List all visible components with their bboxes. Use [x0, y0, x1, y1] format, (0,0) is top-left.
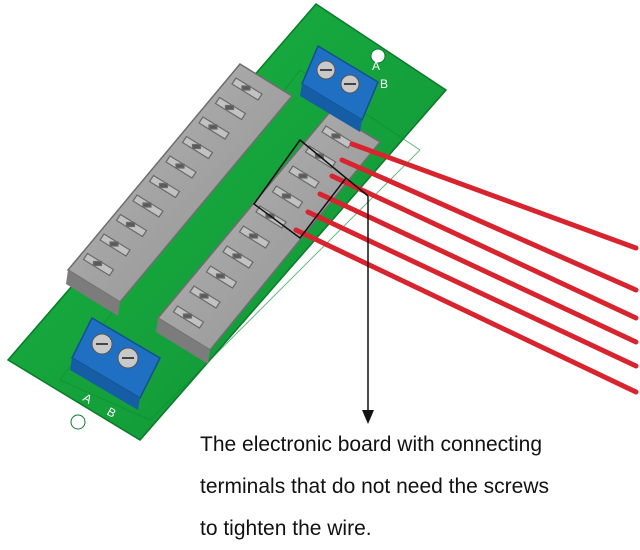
mounting-hole-bottom: [70, 414, 86, 430]
red-wire: [349, 141, 639, 251]
arrow-down-icon: [362, 410, 374, 424]
wire-slot: [224, 104, 235, 111]
product-photo: A B A B: [6, 3, 639, 441]
wire-slot: [175, 163, 185, 169]
wire-slot: [248, 233, 259, 239]
screw-terminal-top: [300, 44, 379, 132]
red-wire: [339, 157, 639, 293]
wire-slot: [215, 273, 226, 279]
wire-slot: [232, 253, 242, 259]
screw-terminal-bottom: [70, 316, 161, 410]
red-wires: [293, 141, 639, 395]
caption: The electronic board with connecting ter…: [200, 424, 630, 550]
wire-slot: [109, 241, 119, 247]
wire-slot: [241, 85, 251, 91]
label-top-b: B: [380, 77, 388, 91]
wire-slot: [92, 260, 103, 267]
callout-pointer: [252, 138, 374, 424]
wire-slot: [142, 202, 152, 208]
label-top-a: A: [372, 59, 380, 73]
red-wire: [317, 191, 639, 345]
wire-slot: [199, 293, 209, 299]
wire-slot: [208, 124, 218, 130]
wire-slot: [191, 143, 202, 150]
wire-slot: [182, 313, 193, 319]
caption-line-2: terminals that do not need the screws: [200, 475, 550, 498]
wire-slot: [298, 173, 308, 179]
red-wire: [305, 209, 639, 369]
caption-line-3: to tighten the wire.: [200, 517, 372, 540]
mounting-hole-top: [370, 48, 386, 64]
caption-line-1: The electronic board with connecting: [200, 433, 543, 456]
wire-slot: [331, 133, 341, 139]
wire-slot: [125, 221, 136, 228]
terminal-block-left: [66, 63, 294, 316]
wire-slot: [281, 193, 292, 199]
red-wire: [329, 173, 639, 321]
red-wire: [293, 227, 639, 395]
wire-slot: [158, 182, 169, 189]
